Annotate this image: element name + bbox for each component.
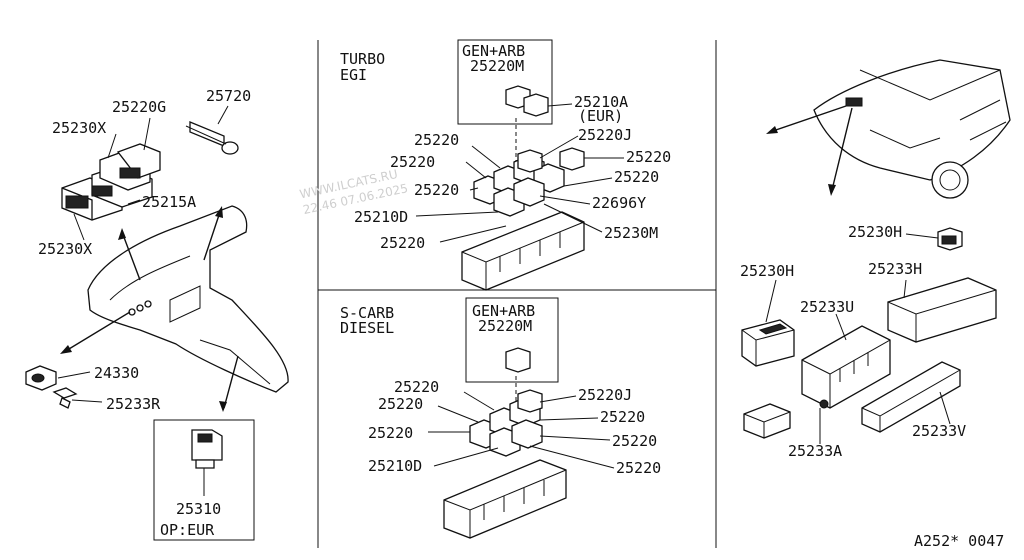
relay-25220M-1 <box>505 85 549 117</box>
label-25233A: 25233A <box>788 442 842 460</box>
label-gen-arb-2: GEN+ARB <box>472 302 535 320</box>
relay-cluster-left <box>61 143 161 221</box>
label-25230M: 25230M <box>604 224 658 242</box>
relay-block-2 <box>469 389 543 457</box>
label-25220G: 25220G <box>112 98 166 116</box>
leaders-scarb <box>428 391 615 469</box>
scarb-diesel-panel <box>428 297 615 539</box>
flasher-unit <box>185 121 239 155</box>
label-25233R: 25233R <box>106 395 161 413</box>
relay-block-1 <box>473 147 585 217</box>
label-25220-b: 25220 <box>390 153 435 171</box>
label-gen-arb-1: GEN+ARB <box>462 42 525 60</box>
label-25220-d: 25220 <box>414 181 459 199</box>
relay-25230H-small <box>905 227 963 251</box>
label-eur: (EUR) <box>578 107 623 125</box>
block-25233U <box>801 313 891 409</box>
label-25210D-1: 25210D <box>354 208 408 226</box>
clip-25233R <box>52 387 78 409</box>
label-25220-e: 25220 <box>614 168 659 186</box>
label-25220-l: 25220 <box>616 459 661 477</box>
label-25220-j: 25220 <box>368 424 413 442</box>
label-25220-f: 25220 <box>380 234 425 252</box>
label-25220-h: 25220 <box>378 395 423 413</box>
reference-code: A252* 0047 <box>914 532 1004 550</box>
part-labels: 25720 25220G 25230X 25215A 25230X 24330 … <box>38 42 1004 550</box>
label-25215A: 25215A <box>142 193 196 211</box>
switch-box-25310 <box>153 419 255 541</box>
label-24330: 24330 <box>94 364 139 382</box>
cover-25233H <box>887 277 997 343</box>
label-25220-c: 25220 <box>626 148 671 166</box>
vehicle-front <box>813 59 1011 199</box>
callout-arrows-right <box>766 105 853 196</box>
label-25220M-1: 25220M <box>470 57 524 75</box>
label-egi: EGI <box>340 66 367 84</box>
label-25220M-2: 25220M <box>478 317 532 335</box>
label-scarb: S-CARB <box>340 304 394 322</box>
label-25720: 25720 <box>206 87 251 105</box>
label-25230H-1: 25230H <box>848 223 902 241</box>
turbo-egi-panel <box>415 39 624 291</box>
relay-25230H-large <box>741 279 795 367</box>
label-25233H: 25233H <box>868 260 922 278</box>
label-25310: 25310 <box>176 500 221 518</box>
label-25220-i: 25220 <box>600 408 645 426</box>
label-25233V: 25233V <box>912 422 966 440</box>
connector-24330 <box>25 365 57 391</box>
instrument-panel <box>87 205 289 393</box>
label-25220-g: 25220 <box>394 378 439 396</box>
label-22696Y: 22696Y <box>592 194 646 212</box>
callout-arrows-left <box>60 206 239 412</box>
label-25210A: 25210A <box>574 93 628 111</box>
label-25220-a: 25220 <box>414 131 459 149</box>
label-op-eur: OP:EUR <box>160 521 215 539</box>
gen-arb-box-2 <box>465 297 559 383</box>
label-25220J-2: 25220J <box>578 386 632 404</box>
fuse-block-2 <box>443 459 567 539</box>
leaders-turbo <box>415 103 624 243</box>
label-25220J-1: 25220J <box>578 126 632 144</box>
block-25233V <box>861 361 961 433</box>
label-25230X-top: 25230X <box>52 119 106 137</box>
right-panel <box>741 59 1011 444</box>
label-diesel: DIESEL <box>340 319 394 337</box>
label-25210D-2: 25210D <box>368 457 422 475</box>
label-25220-k: 25220 <box>612 432 657 450</box>
label-turbo: TURBO <box>340 50 385 68</box>
label-25230H-2: 25230H <box>740 262 794 280</box>
relay-25220M-2 <box>505 347 531 373</box>
panel-dividers <box>317 40 717 548</box>
connector-25233A <box>743 403 821 444</box>
left-panel <box>25 105 289 541</box>
gen-arb-box-1 <box>457 39 553 125</box>
label-25233U: 25233U <box>800 298 854 316</box>
fuse-block-25230M <box>461 211 585 291</box>
leaders-left <box>57 105 229 403</box>
label-25230X-bot: 25230X <box>38 240 92 258</box>
